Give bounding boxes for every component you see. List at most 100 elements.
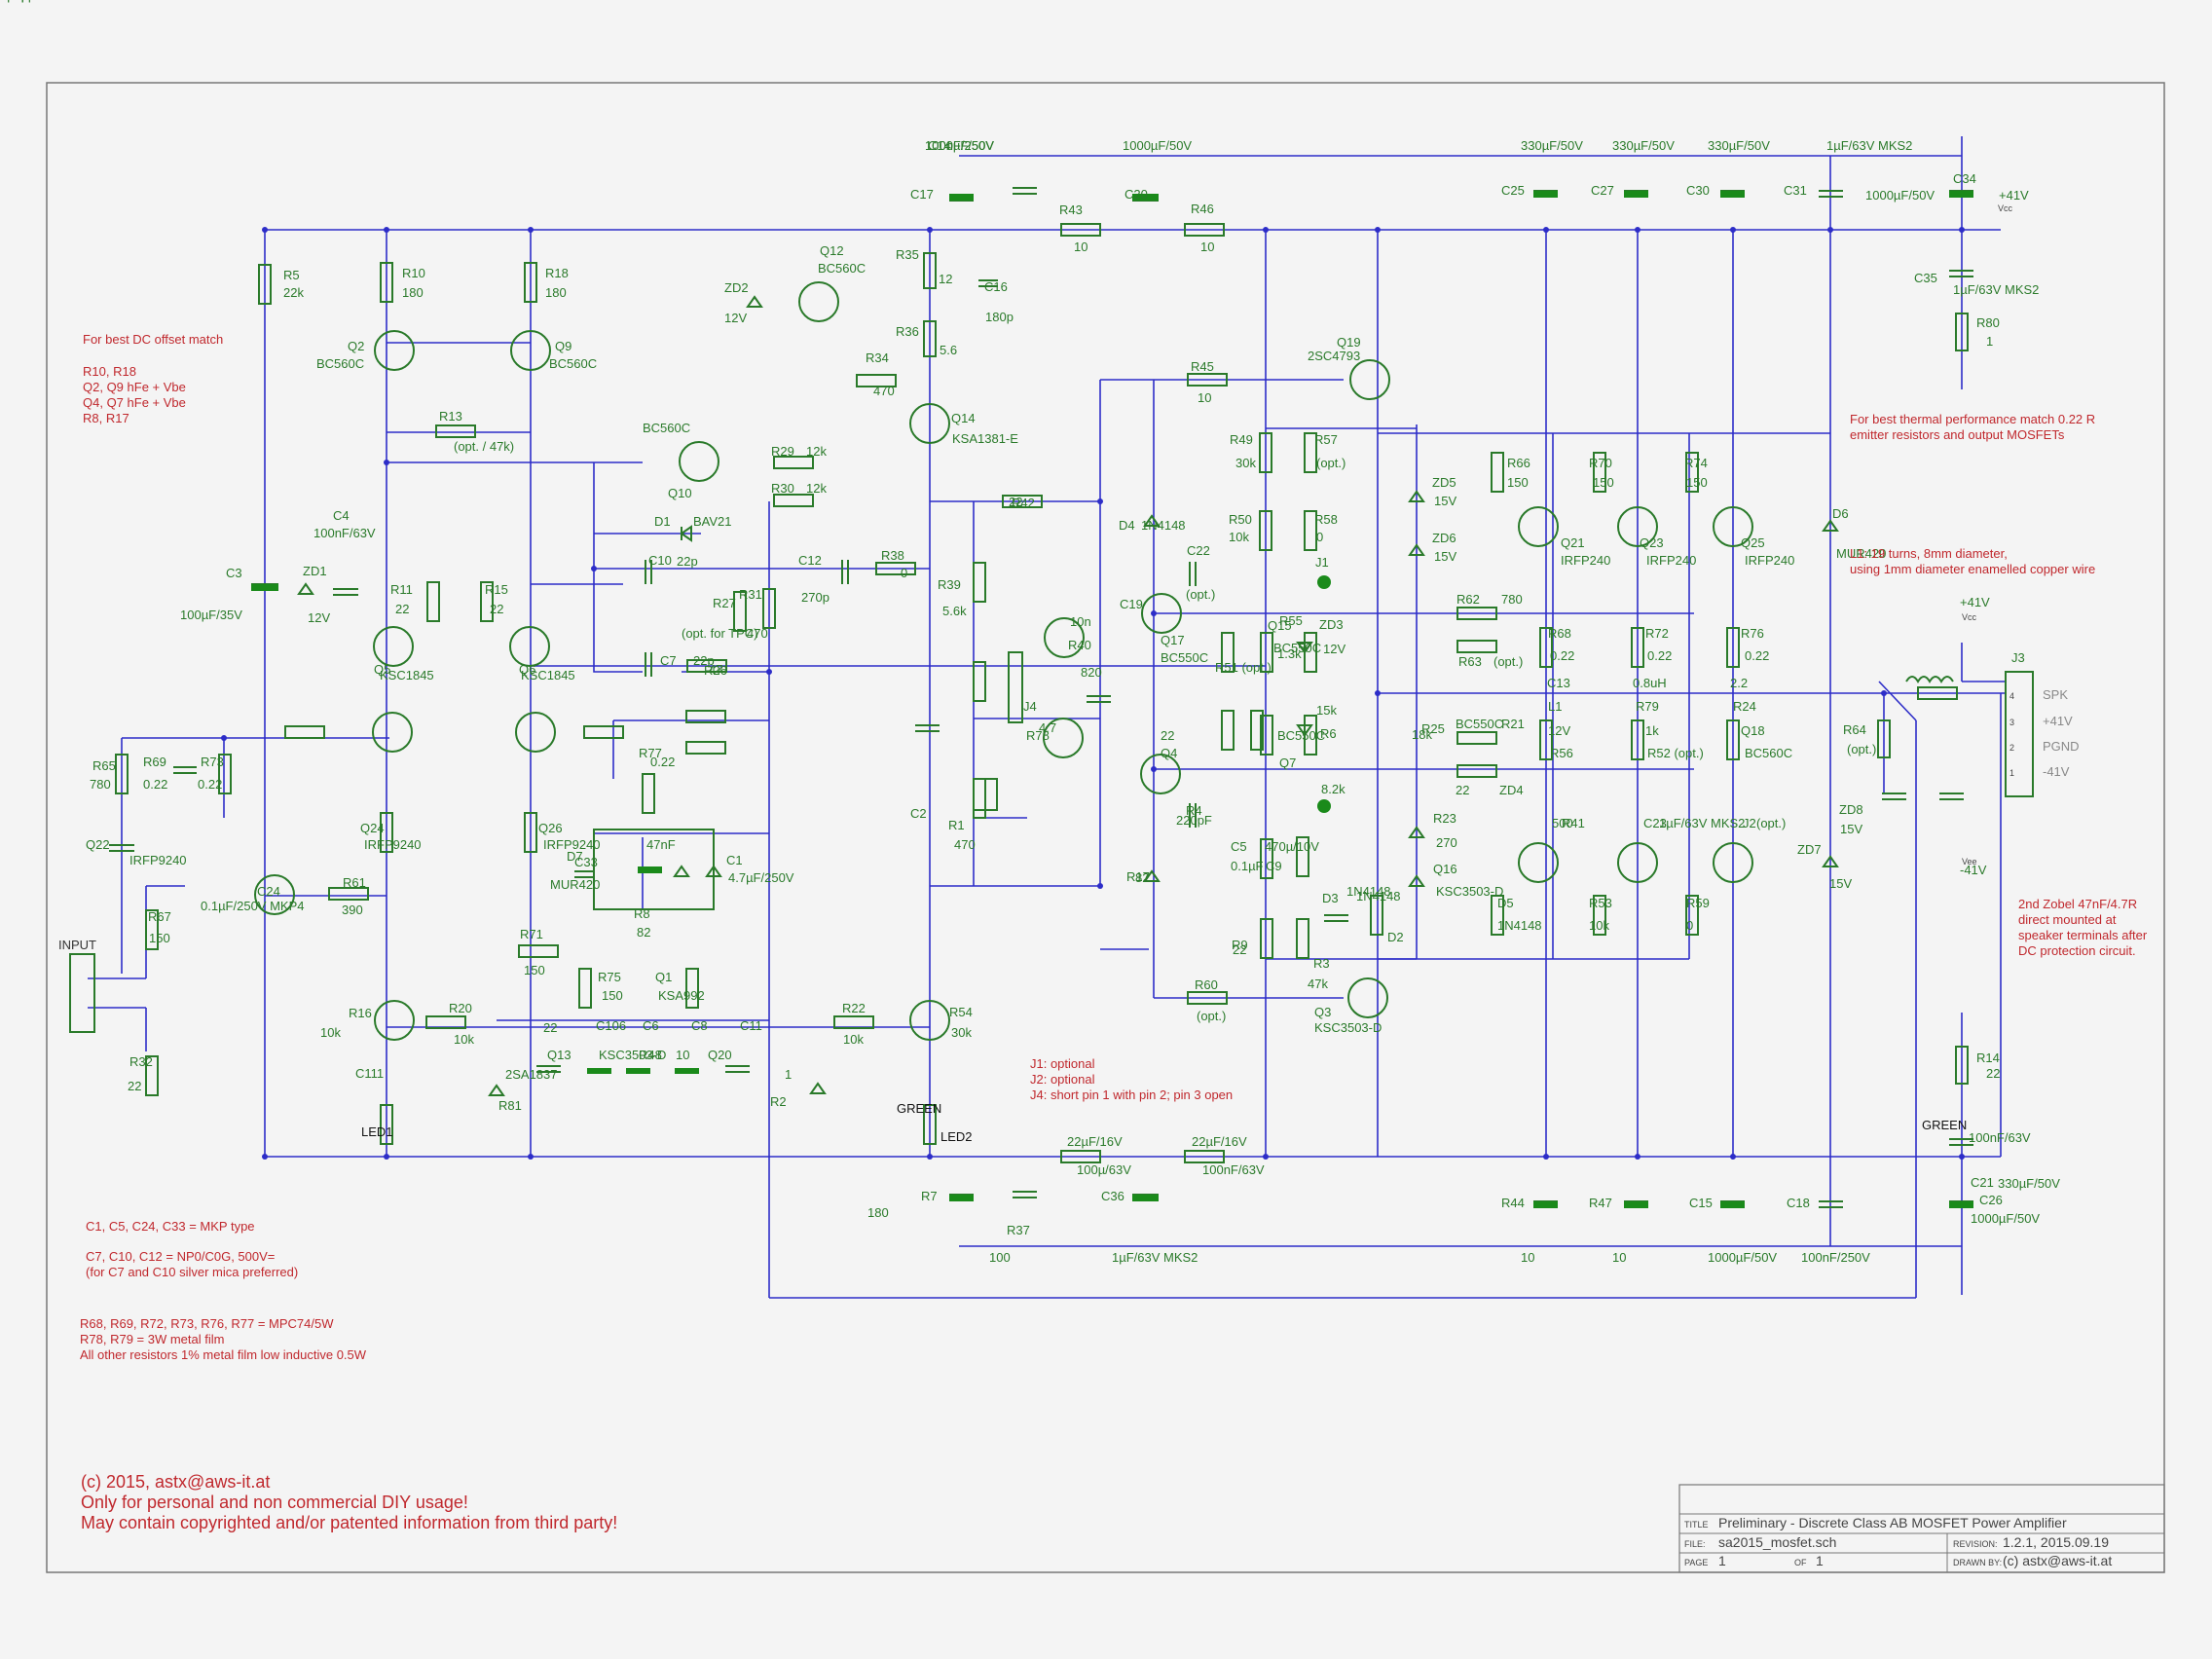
component-label: C27 xyxy=(1591,183,1614,198)
component-label: R55 xyxy=(1279,613,1303,628)
component-label: 390 xyxy=(342,903,363,917)
component-label: 15V xyxy=(1434,494,1456,508)
component-label: Q2 xyxy=(348,339,364,353)
component-label: IRFP240 xyxy=(1745,553,1794,568)
component-label: 1000µF/50V xyxy=(1123,138,1192,153)
component-label: C6 xyxy=(643,1018,659,1033)
component-label: (opt.) xyxy=(1197,1009,1226,1023)
component-label: 15V xyxy=(1829,876,1852,891)
component-label: R37 xyxy=(1007,1223,1030,1237)
component-label: KSC1845 xyxy=(521,668,575,682)
component-label: 100 xyxy=(989,1250,1011,1265)
component-label: D4 xyxy=(1119,518,1135,533)
component-label: R42 xyxy=(1012,496,1035,510)
component-label: R17 xyxy=(1126,869,1150,884)
component-label: R35 xyxy=(896,247,919,262)
component-label: Q26 xyxy=(538,821,563,835)
note-line: speaker terminals after xyxy=(2018,928,2148,942)
component-label: 22 xyxy=(490,602,503,616)
component-label: 22 xyxy=(1456,783,1469,797)
note-line: For best thermal performance match 0.22 … xyxy=(1850,412,2095,426)
component-label: (opt. for TPC) xyxy=(682,626,758,641)
component-label: 1000µF/50V xyxy=(1865,188,1935,203)
component-label: 0.1µF xyxy=(1231,859,1264,873)
component-label: R46 xyxy=(1191,202,1214,216)
component-label: ZD5 xyxy=(1432,475,1456,490)
input-label: INPUT xyxy=(58,938,96,952)
component-label: 22 xyxy=(1986,1066,2000,1081)
component-label: Q25 xyxy=(1741,535,1765,550)
component-label: 4.7 xyxy=(1039,720,1056,735)
component-label: C37 xyxy=(0,0,23,3)
component-label: 47nF xyxy=(646,837,676,852)
component-label: R4 xyxy=(1186,803,1202,818)
component-label: BAV21 xyxy=(693,514,732,529)
component-label: R15 xyxy=(485,582,508,597)
component-label: 330µF/50V xyxy=(0,0,62,3)
component-label: 180 xyxy=(402,285,424,300)
component-label: C22 xyxy=(1187,543,1210,558)
component-label: GREEN xyxy=(897,1101,941,1116)
component-label: R61 xyxy=(343,875,366,890)
component-label: 82 xyxy=(1135,870,1149,885)
component-label: C1 xyxy=(726,853,743,867)
component-label: MUR420 xyxy=(1836,546,1886,561)
component-label: 1k xyxy=(1645,723,1659,738)
component-label: R51 (opt.) xyxy=(1215,660,1272,675)
component-label: R23 xyxy=(1433,811,1456,826)
component-label: R72 xyxy=(1645,626,1669,641)
note-thermal: For best thermal performance match 0.22 … xyxy=(1850,412,2095,442)
component-label: R53 xyxy=(1589,896,1612,910)
component-label: BC550C xyxy=(1456,717,1503,731)
supply-pos-label: +41V xyxy=(1999,188,2029,203)
component-label: 1000µF/50V xyxy=(1971,1211,2040,1226)
component-label: 12V xyxy=(724,311,747,325)
vcc-label: Vcc xyxy=(1998,203,2013,213)
component-label: R30 xyxy=(771,481,794,496)
component-label: 10k xyxy=(1229,530,1249,544)
component-label: R56 xyxy=(1550,746,1573,760)
component-label: ZD4 xyxy=(1499,783,1524,797)
component-label: R77 xyxy=(639,746,662,760)
component-label: -41V xyxy=(0,0,27,3)
component-label: R74 xyxy=(1684,456,1708,470)
component-label: C33 xyxy=(574,855,598,869)
component-label: 1 xyxy=(1986,334,1993,349)
component-label: 30k xyxy=(1235,456,1256,470)
component-label: 270p xyxy=(801,590,830,605)
j3-pin-number: 1 xyxy=(2009,768,2014,778)
component-label: KSA992 xyxy=(658,988,705,1003)
input-connector: INPUT xyxy=(58,938,96,952)
component-label: C14 xyxy=(928,138,951,153)
component-label: BC550C xyxy=(1161,650,1208,665)
component-label: R44 xyxy=(1501,1196,1525,1210)
component-label: 22p xyxy=(677,554,698,569)
note-line: J2: optional xyxy=(1030,1072,1095,1087)
component-label: R54 xyxy=(949,1005,973,1019)
component-label: 15V xyxy=(1840,822,1862,836)
component-label: R64 xyxy=(1843,722,1866,737)
component-label: 12V xyxy=(1323,642,1346,656)
component-label: D2 xyxy=(1387,930,1404,944)
component-label: C32 xyxy=(0,0,23,3)
component-label: KSA1381-E xyxy=(952,431,1018,446)
component-label: R6 xyxy=(1320,726,1337,741)
component-label: C31 xyxy=(1784,183,1807,198)
component-label: 82 xyxy=(637,925,650,940)
component-label: R21 xyxy=(1501,717,1525,731)
component-label: C28 xyxy=(0,0,23,3)
component-label: C25 xyxy=(1501,183,1525,198)
note-line: C1, C5, C24, C33 = MKP type xyxy=(86,1219,255,1234)
component-label: KSC3503-D xyxy=(1314,1020,1382,1035)
component-label: R38 xyxy=(881,548,904,563)
component-label: 150 xyxy=(524,963,545,977)
component-label: J2 xyxy=(1743,816,1756,830)
component-label: IRFP240 xyxy=(1561,553,1610,568)
note-line: Q4, Q7 hFe + Vbe xyxy=(83,395,186,410)
component-label: 150 xyxy=(1507,475,1529,490)
j3-pin-label: SPK xyxy=(2043,687,2068,702)
component-label: 1µF/63V MKS2 xyxy=(0,0,86,3)
component-label: KSC3503-D xyxy=(599,1048,666,1062)
component-label: R47 xyxy=(1589,1196,1612,1210)
